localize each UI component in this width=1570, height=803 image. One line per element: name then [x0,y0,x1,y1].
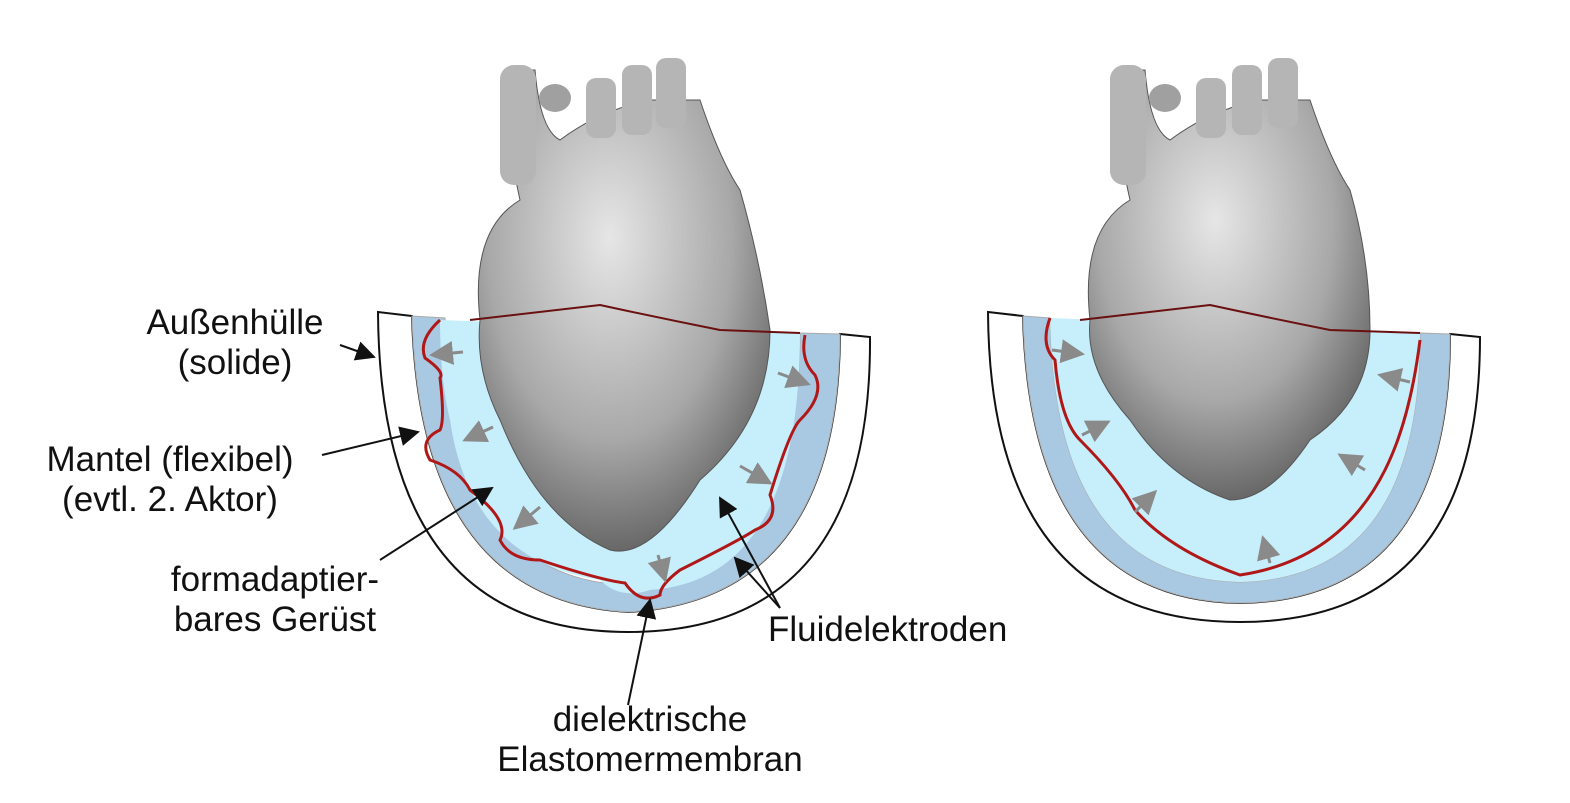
label-scaffold: formadaptier- bares Gerüst [150,560,400,640]
flow-arrows [1051,339,1411,564]
label-membrane-line1: dielektrische [552,700,748,739]
label-outer-shell-line2: (solide) [177,343,293,382]
label-membrane: dielektrische Elastomermembran [460,700,840,780]
label-scaffold-line1: formadaptier- [170,560,380,599]
left-device [376,58,872,634]
label-outer-shell-line1: Außenhülle [146,303,324,342]
right-device [986,58,1482,624]
heart-right [1087,58,1371,501]
elastomer-membrane [1044,317,1422,577]
label-mantle: Mantel (flexibel) (evtl. 2. Aktor) [20,440,320,520]
label-mantle-line1: Mantel (flexibel) [46,440,294,479]
cut-line [1079,303,1421,334]
elastomer-membrane [421,318,820,600]
label-mantle-line2: (evtl. 2. Aktor) [62,480,278,519]
label-fluid-electrodes: Fluidelektroden [768,610,1008,649]
label-membrane-line2: Elastomermembran [497,740,803,779]
cut-line [469,303,801,334]
callout-arrows [321,341,781,706]
label-scaffold-line2: bares Gerüst [173,600,377,639]
label-outer-shell: Außenhülle (solide) [130,303,340,383]
flow-arrows [429,341,811,583]
